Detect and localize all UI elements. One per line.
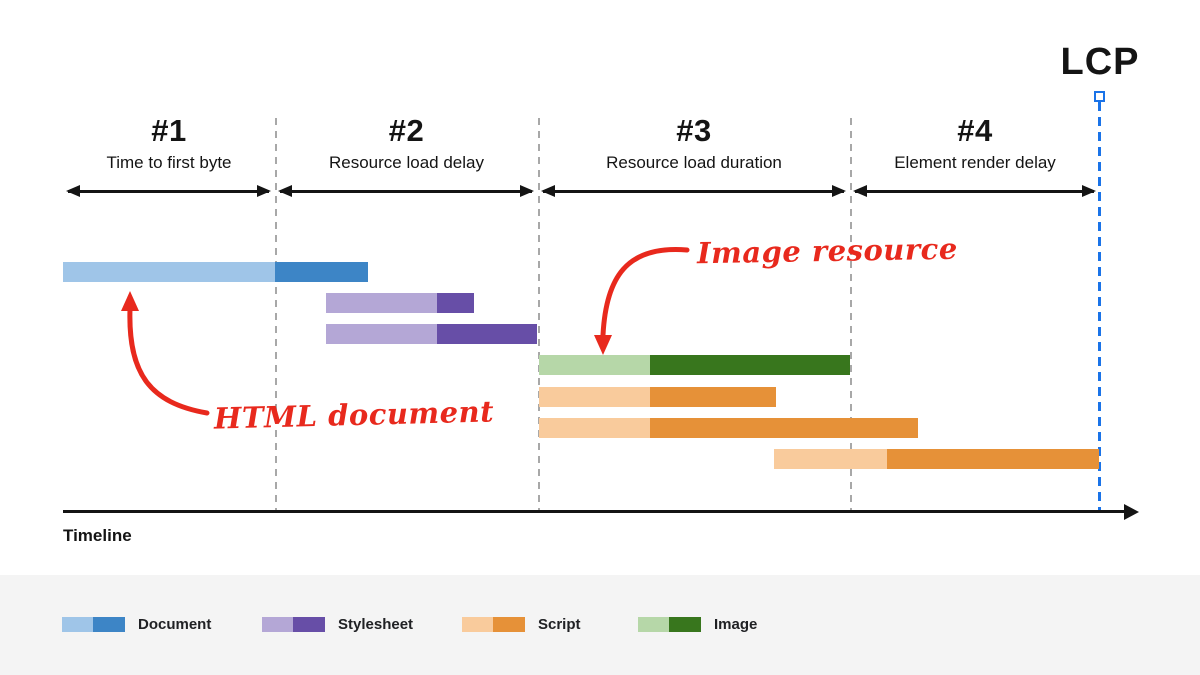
section-divider-line — [538, 118, 540, 512]
phase-number: #4 — [957, 113, 993, 148]
legend-label: Script — [538, 616, 581, 633]
phase-label: Time to first byte — [106, 153, 232, 172]
phase-number: #3 — [676, 113, 712, 148]
lcp-dashed-line — [1098, 102, 1101, 512]
stylesheet-bar-dark-segment — [437, 324, 537, 344]
legend-label: Stylesheet — [338, 616, 414, 633]
legend: Document Stylesheet Script Image — [0, 575, 1200, 675]
legend-item-stylesheet: Stylesheet — [262, 617, 413, 632]
annotation-html-document: HTML document — [213, 394, 495, 436]
html-document-arrow — [121, 291, 210, 416]
script-bar-dark-segment — [887, 449, 1099, 469]
phase-label: Resource load delay — [329, 153, 484, 172]
script-bar-dark-segment — [650, 387, 776, 407]
phase-number: #2 — [388, 113, 425, 148]
legend-item-document: Document — [62, 617, 211, 632]
image-swatch-icon — [638, 617, 701, 632]
phase-label: Resource load duration — [606, 153, 782, 172]
script-bar-light-segment — [539, 387, 650, 407]
phase-extent-arrow-4 — [853, 185, 1096, 197]
image-bar-dark-segment — [650, 355, 850, 375]
document-bar-dark-segment — [275, 262, 368, 282]
legend-label: Document — [138, 616, 212, 633]
phase-number: #1 — [151, 113, 187, 148]
phase-extent-arrow-1 — [66, 185, 271, 197]
document-bar-light-segment — [63, 262, 275, 282]
timeline-axis-arrowhead-icon — [1124, 503, 1139, 520]
section-divider-line — [275, 118, 277, 512]
phase-extent-arrow-3 — [541, 185, 846, 197]
timeline-axis — [63, 510, 1126, 513]
lcp-marker-icon — [1094, 91, 1105, 102]
stylesheet-bar-light-segment — [326, 293, 437, 313]
legend-item-image: Image — [638, 617, 757, 632]
stylesheet-bar-light-segment — [326, 324, 437, 344]
script-bar-light-segment — [774, 449, 887, 469]
stylesheet-bar-dark-segment — [437, 293, 474, 313]
section-divider-line — [850, 118, 852, 512]
annotation-image-resource: Image resource — [696, 231, 959, 271]
stylesheet-swatch-icon — [262, 617, 325, 632]
script-bar-dark-segment — [650, 418, 918, 438]
script-swatch-icon — [462, 617, 525, 632]
timeline-label: Timeline — [63, 526, 132, 545]
lcp-title: LCP — [1060, 41, 1140, 83]
image-resource-arrow — [594, 247, 690, 355]
document-swatch-icon — [62, 617, 125, 632]
legend-item-script: Script — [462, 617, 581, 632]
image-bar-light-segment — [539, 355, 650, 375]
legend-label: Image — [714, 616, 758, 633]
phase-extent-arrow-2 — [278, 185, 534, 197]
phase-label: Element render delay — [894, 153, 1056, 172]
script-bar-light-segment — [539, 418, 650, 438]
